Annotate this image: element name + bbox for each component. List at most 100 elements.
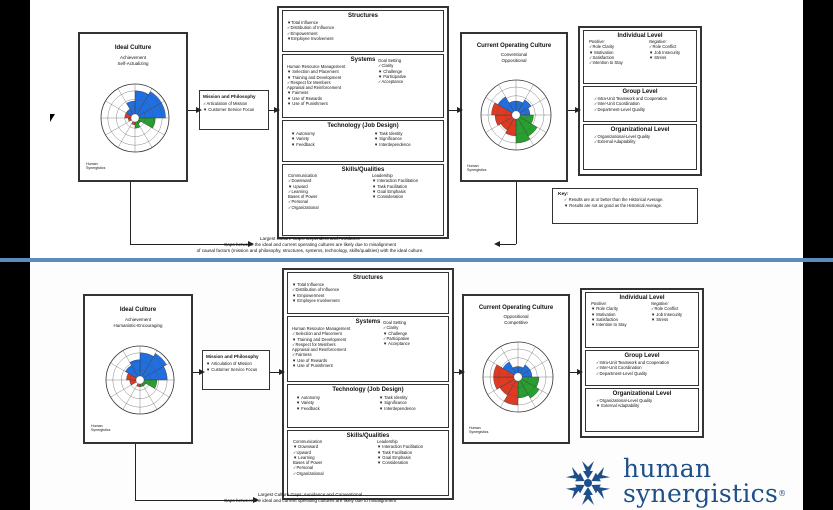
list-item: ▼ Upward [288,183,308,189]
list-item: ✓Inter-Unit Coordination [594,101,640,107]
arrow-head-icon [196,107,202,113]
slide-bottom: Ideal Culture Achievement Humanistic-Enc… [30,262,803,510]
circumplex-spoke [139,350,158,381]
list-item: ▼ Task Identity [379,395,408,400]
mouse-cursor-icon [50,114,55,122]
list-item: ✓Intra-Unit Teamwork and Cooperation [596,360,670,365]
group-level-title: Group Level [624,353,660,359]
list-item: ✓Respect for Members [292,341,336,347]
systems-title: Systems [355,319,381,325]
feedback-line-left-h [130,244,250,245]
list-item: Leadership [377,439,398,444]
list-item: Human Resource Management [292,326,351,331]
list-item: ▼ Fairness [287,90,309,96]
circumplex-spoke [117,88,136,119]
circumplex-spoke [122,379,141,410]
list-item: ▼ Use of Rewards [292,357,328,363]
list-item: ▼ Goal Emphasis [372,188,406,194]
list-item: ▼ Variety [291,136,310,142]
technology-title: Technology (Job Design) [332,387,404,393]
list-item: ✓ Results are at or better than the Hist… [564,197,664,203]
arrow-head-icon [459,369,465,375]
current-culture-sub1: Oppositional [503,314,529,319]
list-item: ▼ Employee Involvement [292,297,340,303]
circumplex-spoke [139,379,158,410]
technology-box: Technology (Job Design) ▼ Autonomy▼ Vari… [287,384,449,428]
list-item: ✓Intention to Stay [589,60,623,66]
mission-title: Mission and Philosophy [206,354,259,359]
arrow-head-icon [274,107,280,113]
list-item: ✓Upward [293,449,311,455]
skills-box: Skills/Qualities Communication✓Downward▼… [282,164,444,236]
ideal-culture-circumplex [100,83,170,153]
list-item: ▼ Autonomy [291,131,315,136]
key-title: Key: [558,192,569,197]
list-item: ▼ Participative [378,73,407,79]
feedback-line-left [130,182,131,244]
list-item: Communication [288,173,318,178]
arrow-head-icon [248,241,254,247]
circumplex-spoke [487,376,519,395]
list-item: ✓Inter-Unit Coordination [596,365,642,371]
list-item: ▼ Intention to Stay [591,322,627,328]
outcomes-panel: Individual Level Positive: ▼ Role Clarit… [580,288,704,438]
circumplex-spoke [515,97,547,116]
list-item: ▼Employee Involvement [287,35,334,41]
list-item: ▼ Selection and Placement [287,69,339,75]
current-culture-sub2: Oppositional [501,58,527,63]
list-item: ▼ External Adaptability [596,403,640,409]
list-item: ✓Empowerment [287,30,318,36]
ideal-culture-title: Ideal Culture [119,307,157,313]
current-culture-circumplex [480,79,552,151]
list-item: ✓Distribution of Influence [287,25,335,31]
circumplex-spoke [134,117,165,136]
culture-gaps-caption: Largest Culture Gaps: Avoidance and Conv… [160,492,460,504]
circumplex-spoke [498,114,517,146]
positive-label: Positive: [589,39,605,44]
arrow-head-icon [577,369,583,375]
circumplex-spoke [110,379,141,398]
current-culture-panel: Current Operating Culture Oppositional C… [462,294,570,444]
negative-label: Negative: [649,39,667,44]
feedback-line-left [135,444,136,500]
arrow-ideal-to-mission [193,372,201,373]
arrow-mission-to-factors [270,372,281,373]
ideal-culture-sub1: Achievement [119,55,146,60]
list-item: ▼ Role Clarity [591,306,618,312]
list-item: ▼ Feedback [296,405,320,411]
negative-label: Negative: [651,301,669,306]
ideal-culture-circumplex [105,345,175,415]
caption-line: of causal factors (mission and philosoph… [196,247,424,253]
list-item: ✓Satisfaction [589,54,615,60]
caption-line: Largest Culture Gaps: Dependent and Avoi… [259,236,361,241]
list-item: ✓Clarity [378,63,394,69]
ideal-culture-sub2: Self-Actualizing [117,61,149,66]
circumplex-spoke [485,97,517,116]
structures-title: Structures [352,275,383,281]
list-item: Bases of Power [288,194,318,200]
list-item: ▼ Stress [649,54,667,60]
list-item: Bases of Power [293,460,323,466]
logo-text-synergistics: synergistics® [623,479,787,508]
circumplex-spoke [105,117,136,136]
list-item: ▼ Empowerment [292,292,325,298]
mission-philosophy-box: Mission and Philosophy ✓Articulation of … [199,90,269,130]
list-item: ▼ Results are not as good as the Histori… [564,202,663,208]
list-item: ▼ Customer Service Focus [206,366,258,372]
circumplex-spoke [515,84,534,116]
list-item: Appraisal and Reinforcement [292,347,347,353]
list-item: ▼ Motivation [589,49,614,55]
current-culture-title: Current Operating Culture [476,43,552,49]
current-culture-title: Current Operating Culture [478,305,554,311]
structures-title: Structures [347,13,378,19]
list-item: ▼Total Influence [287,20,319,25]
arrow-factors-to-current [454,372,461,373]
circumplex-spoke [515,114,534,146]
list-item: ▼ Significance [374,136,402,142]
ideal-culture-sub1: Achievement [124,317,151,322]
human-synergistics-logo: human synergistics® [555,455,795,510]
list-item: ▼ Interdependence [374,141,411,147]
current-culture-sub2: Competitive [504,320,528,325]
list-item: ▼ Autonomy [296,395,320,400]
